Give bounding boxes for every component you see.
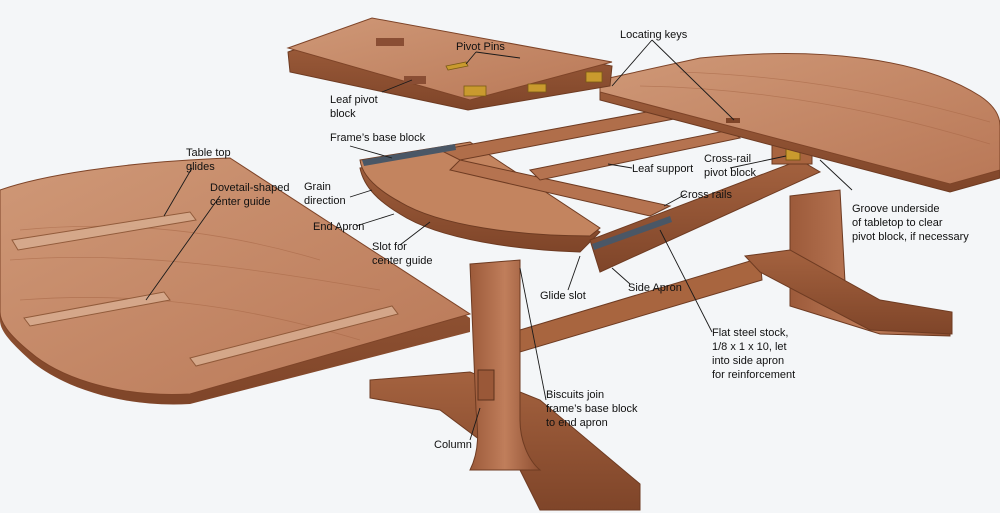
leaf xyxy=(286,17,613,111)
left-tabletop xyxy=(0,157,472,405)
left-pedestal xyxy=(369,257,763,511)
label-locating-keys: Locating keys xyxy=(620,29,688,41)
right-pedestal xyxy=(743,189,953,337)
label-glide-slot: Glide slot xyxy=(540,290,586,302)
leader-lines xyxy=(145,39,853,441)
label-pivot-pins: Pivot Pins xyxy=(456,41,505,53)
right-tabletop xyxy=(599,53,1000,193)
label-end-apron: End Apron xyxy=(313,221,365,233)
label-leaf-support: Leaf support xyxy=(632,163,694,175)
label-frames-base-block: Frame’s base block xyxy=(330,132,426,144)
label-column: Column xyxy=(434,439,472,451)
label-cross-rails: Cross rails xyxy=(680,189,732,201)
label-side-apron: Side Apron xyxy=(628,282,682,294)
apron-frame xyxy=(359,103,822,273)
